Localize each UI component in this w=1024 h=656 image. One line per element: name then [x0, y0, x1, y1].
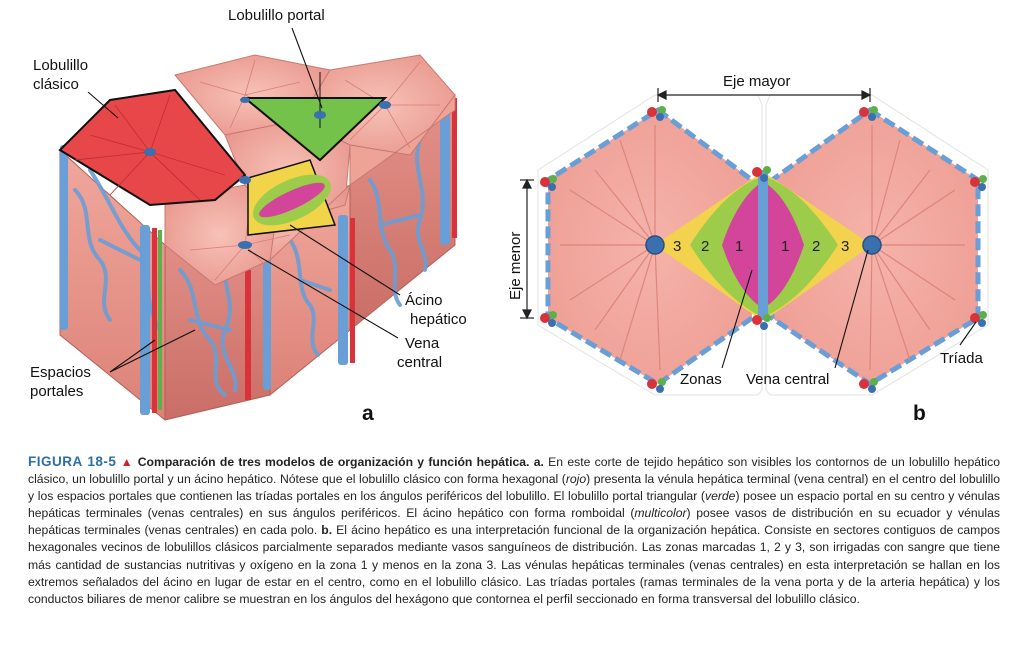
acinus-zones-right — [768, 175, 872, 318]
zone-number-left-1: 1 — [735, 238, 743, 255]
portal-lobule-center — [314, 111, 326, 119]
label-major-axis: Eje mayor — [723, 73, 791, 90]
figure-label: FIGURA 18-5 — [28, 454, 117, 469]
portal-triads — [540, 106, 987, 393]
caption-verde: verde — [704, 489, 736, 504]
central-veins-top — [238, 97, 391, 249]
acinus-zones-left — [655, 175, 758, 318]
caption-text-a3: ) posee un espacio portal en su centro y… — [28, 489, 1000, 521]
zone-number-left-2: 2 — [701, 238, 709, 255]
portal-columns — [60, 95, 457, 415]
panel-b-acinus-diagram: Eje mayor Eje menor 3 2 1 1 2 3 Zonas Ve… — [500, 0, 1024, 445]
figure-caption: FIGURA 18-5 ▲ Comparación de tres modelo… — [28, 453, 1000, 608]
label-central-vein-1: Vena — [405, 335, 440, 352]
central-vein-left — [645, 235, 665, 255]
label-portal-spaces-2: portales — [30, 383, 83, 400]
zone-number-right-3: 3 — [841, 238, 849, 255]
label-triad: Tríada — [940, 350, 983, 367]
label-acinus-1: Ácino — [405, 292, 443, 309]
distribution-vessel — [758, 170, 768, 320]
liver-block-illustration: Lobulillo portal Lobulillo clásico Ácino… — [30, 7, 467, 425]
label-acinus-2: hepático — [410, 311, 467, 328]
central-vein-right — [862, 235, 882, 255]
panel-a-3d-liver-block: Lobulillo portal Lobulillo clásico Ácino… — [0, 0, 500, 445]
caption-multicolor: multicolor — [634, 506, 687, 521]
leader-lines-b — [721, 249, 977, 369]
classic-lobule-highlight — [58, 88, 247, 207]
part-b-letter: b. — [321, 523, 333, 538]
caption-text-a4: ) posee vasos de distribución en su ecua… — [28, 506, 1000, 538]
acinus-hexagons-illustration: Eje mayor Eje menor 3 2 1 1 2 3 Zonas Ve… — [507, 73, 989, 425]
figure-title: Comparación de tres modelos de organizac… — [137, 455, 530, 469]
caption-rojo: rojo — [565, 472, 587, 487]
major-axis-arrow — [656, 88, 872, 102]
label-central-vein-b: Vena central — [746, 371, 829, 388]
minor-axis-arrow — [520, 178, 534, 320]
triangle-icon: ▲ — [120, 455, 134, 469]
label-classic-lobule-1: Lobulillo — [33, 57, 88, 74]
hepatic-cords — [189, 59, 440, 281]
label-portal-spaces-1: Espacios — [30, 364, 91, 381]
leader-lines — [87, 27, 401, 373]
portal-lobule-highlight — [242, 97, 388, 162]
caption-text-a2: ) presenta la vénula hepática terminal (… — [28, 472, 1000, 504]
zone-number-left-3: 3 — [673, 238, 681, 255]
zone-number-right-1: 1 — [781, 238, 789, 255]
caption-text-a1: En este corte de tejido hepático son vis… — [28, 455, 1001, 487]
radial-cords — [560, 125, 965, 371]
caption-text-b: El ácino hepático es una interpretación … — [28, 523, 1000, 606]
label-minor-axis: Eje menor — [507, 232, 524, 300]
classic-lobule-central-vein — [144, 148, 156, 156]
label-classic-lobule-2: clásico — [33, 76, 79, 93]
panel-letter-a: a — [362, 402, 374, 425]
zone-number-right-2: 2 — [812, 238, 820, 255]
classic-lobule-cords — [74, 94, 226, 201]
label-portal-lobule: Lobulillo portal — [228, 7, 325, 24]
label-central-vein-2: central — [397, 354, 442, 371]
acinus-zone1 — [259, 182, 325, 218]
panel-letter-b: b — [913, 402, 926, 425]
part-a-letter: a. — [533, 455, 544, 469]
label-zones: Zonas — [680, 371, 722, 388]
